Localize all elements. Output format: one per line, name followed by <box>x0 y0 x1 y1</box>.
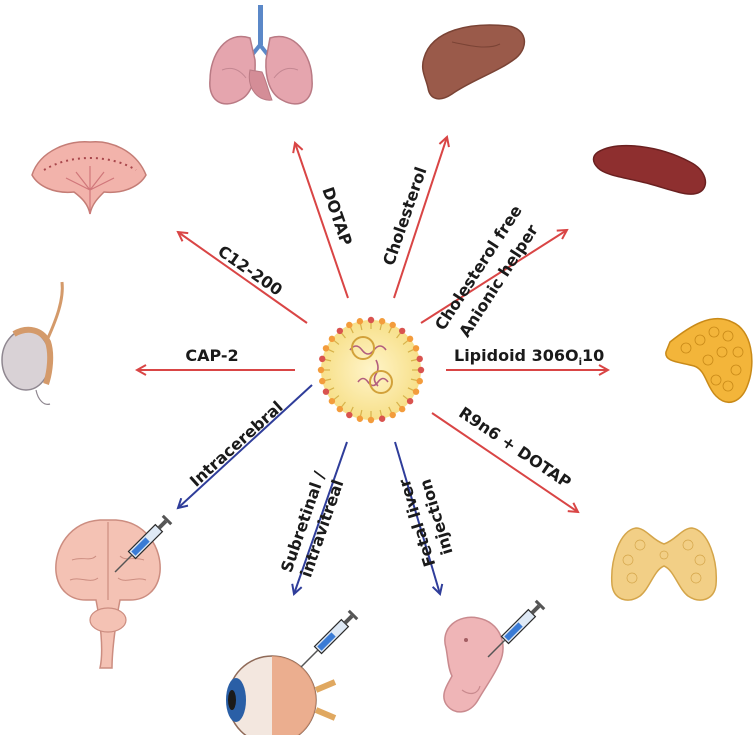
label-lipidoid-tail: 10 <box>582 346 604 365</box>
lipid-head <box>412 388 420 395</box>
lipid-head <box>416 355 423 363</box>
pancreas-icon <box>665 317 753 403</box>
label-r9n6-dotap: R9n6 + DOTAP <box>455 403 575 492</box>
label-intracerebral: Intracerebral <box>186 397 287 490</box>
label-lipidoid-main: Lipidoid 306O <box>454 346 579 365</box>
label-lipidoid-sub: i <box>579 357 582 368</box>
arrow-fetus <box>394 441 440 594</box>
lipid-head <box>406 335 414 343</box>
lipid-head <box>389 321 396 329</box>
testis-icon <box>1 281 64 405</box>
label-fetal-liver: Fetal liver injection <box>395 476 457 568</box>
syringe-brain-icon <box>114 514 173 573</box>
lipid-head <box>412 345 420 352</box>
label-c12-200: C12-200 <box>214 241 286 299</box>
arrow-brain <box>178 384 313 508</box>
lipid-head <box>336 405 344 413</box>
lipid-head <box>346 411 353 419</box>
lipid-head <box>319 355 326 363</box>
lipid-head <box>328 335 336 343</box>
syringe-fetus-icon <box>487 599 546 658</box>
lipid-head <box>416 377 423 385</box>
syringe-eye-icon <box>300 609 359 668</box>
lipid-head <box>328 397 336 405</box>
arrow-eye <box>294 441 348 594</box>
arrow-liver <box>393 137 447 299</box>
label-cholesterol: Cholesterol <box>379 164 430 267</box>
liver-icon <box>421 24 526 100</box>
lipid-head <box>336 327 344 335</box>
lipid-head <box>346 321 353 329</box>
spleen-icon <box>592 144 707 195</box>
lipid-head <box>322 388 330 395</box>
thyroid-icon <box>611 527 717 601</box>
lipid-head <box>367 316 375 324</box>
eye-icon <box>226 655 337 735</box>
kidney-icon <box>31 141 147 215</box>
lipid-head <box>417 366 425 374</box>
label-lipidoid: Lipidoid 306Oi10 <box>454 346 604 368</box>
arrow-lungs <box>295 143 349 299</box>
lipid-head <box>356 318 364 325</box>
label-cap2: CAP-2 <box>185 346 238 365</box>
label-subretinal: Subretinal / intravitreal <box>277 469 348 580</box>
lipid-head <box>378 415 386 422</box>
fetus-icon <box>443 616 504 713</box>
lipid-head <box>367 416 375 424</box>
arrow-spleen <box>420 230 567 324</box>
label-dotap: DOTAP <box>318 184 356 248</box>
mrna-strands <box>349 345 389 387</box>
lipid-nanoparticle-icon <box>317 316 425 424</box>
lipid-head <box>398 327 406 335</box>
lipid-head <box>406 397 414 405</box>
lipid-head <box>378 318 386 325</box>
lipid-head <box>317 366 325 374</box>
lipid-head <box>319 377 326 385</box>
lungs-icon <box>209 5 313 105</box>
label-cholesterol-free: Cholesterol free Anionic helper <box>431 202 542 341</box>
lipid-head <box>322 345 330 352</box>
lipid-head <box>389 411 396 419</box>
arrow-thyroid <box>431 412 578 512</box>
lipid-head <box>398 405 406 413</box>
arrow-kidney <box>178 232 308 324</box>
lipid-head <box>356 415 364 422</box>
